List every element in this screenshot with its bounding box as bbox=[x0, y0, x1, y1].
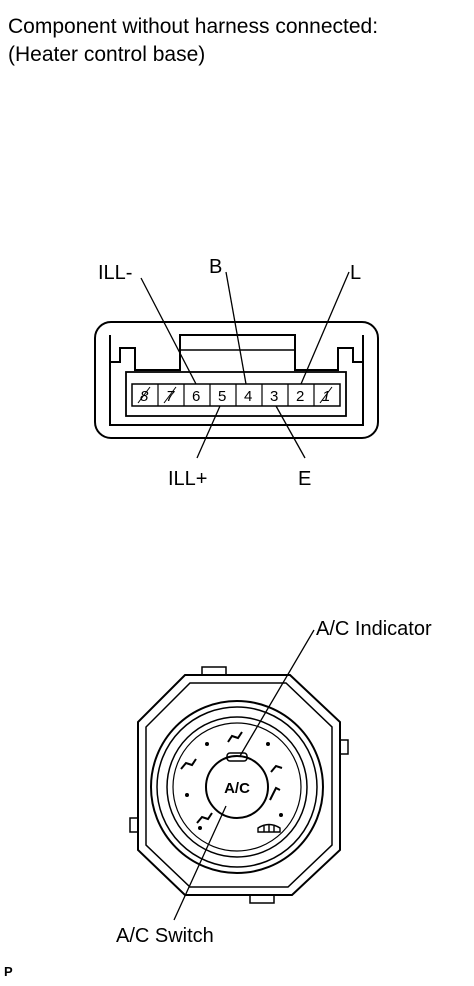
mode-position-dots bbox=[185, 742, 283, 830]
airflow-mode-icons bbox=[180, 731, 283, 824]
caption-line-1: Component without harness connected: bbox=[8, 15, 379, 38]
label-l: L bbox=[350, 262, 361, 284]
bi-level-icon bbox=[180, 758, 197, 770]
pin-8: 8 bbox=[140, 388, 149, 405]
face-vent-icon bbox=[227, 731, 243, 743]
defroster-icon bbox=[257, 823, 281, 833]
label-ac-indicator: A/C Indicator bbox=[316, 618, 432, 640]
ac-switch-center-label: A/C bbox=[224, 780, 250, 797]
foot-defrost-icon bbox=[270, 764, 283, 773]
label-ac-switch: A/C Switch bbox=[116, 925, 214, 947]
pin-5: 5 bbox=[218, 388, 226, 405]
label-e: E bbox=[298, 468, 311, 490]
label-ill-minus: ILL- bbox=[98, 262, 132, 284]
pin-4: 4 bbox=[244, 388, 252, 405]
defrost-seat-icon bbox=[269, 786, 281, 801]
pin-2: 2 bbox=[296, 388, 304, 405]
connector-pin-cells bbox=[157, 384, 315, 406]
foot-vent-icon bbox=[196, 812, 213, 824]
footer-mark: P bbox=[4, 964, 13, 979]
connector-leaders bbox=[140, 271, 350, 459]
switch-body bbox=[129, 666, 349, 904]
pin-1: 1 bbox=[322, 388, 330, 405]
caption-line-2: (Heater control base) bbox=[8, 43, 206, 66]
switch-leaders bbox=[173, 629, 315, 921]
pin-3: 3 bbox=[270, 388, 278, 405]
label-b: B bbox=[209, 256, 222, 278]
label-ill-plus: ILL+ bbox=[168, 468, 207, 490]
pin-7: 7 bbox=[166, 388, 175, 405]
unused-pin-marks bbox=[137, 386, 333, 404]
connector-housing bbox=[94, 321, 379, 439]
pin-6: 6 bbox=[192, 388, 200, 405]
ac-indicator-lamp bbox=[226, 752, 248, 762]
